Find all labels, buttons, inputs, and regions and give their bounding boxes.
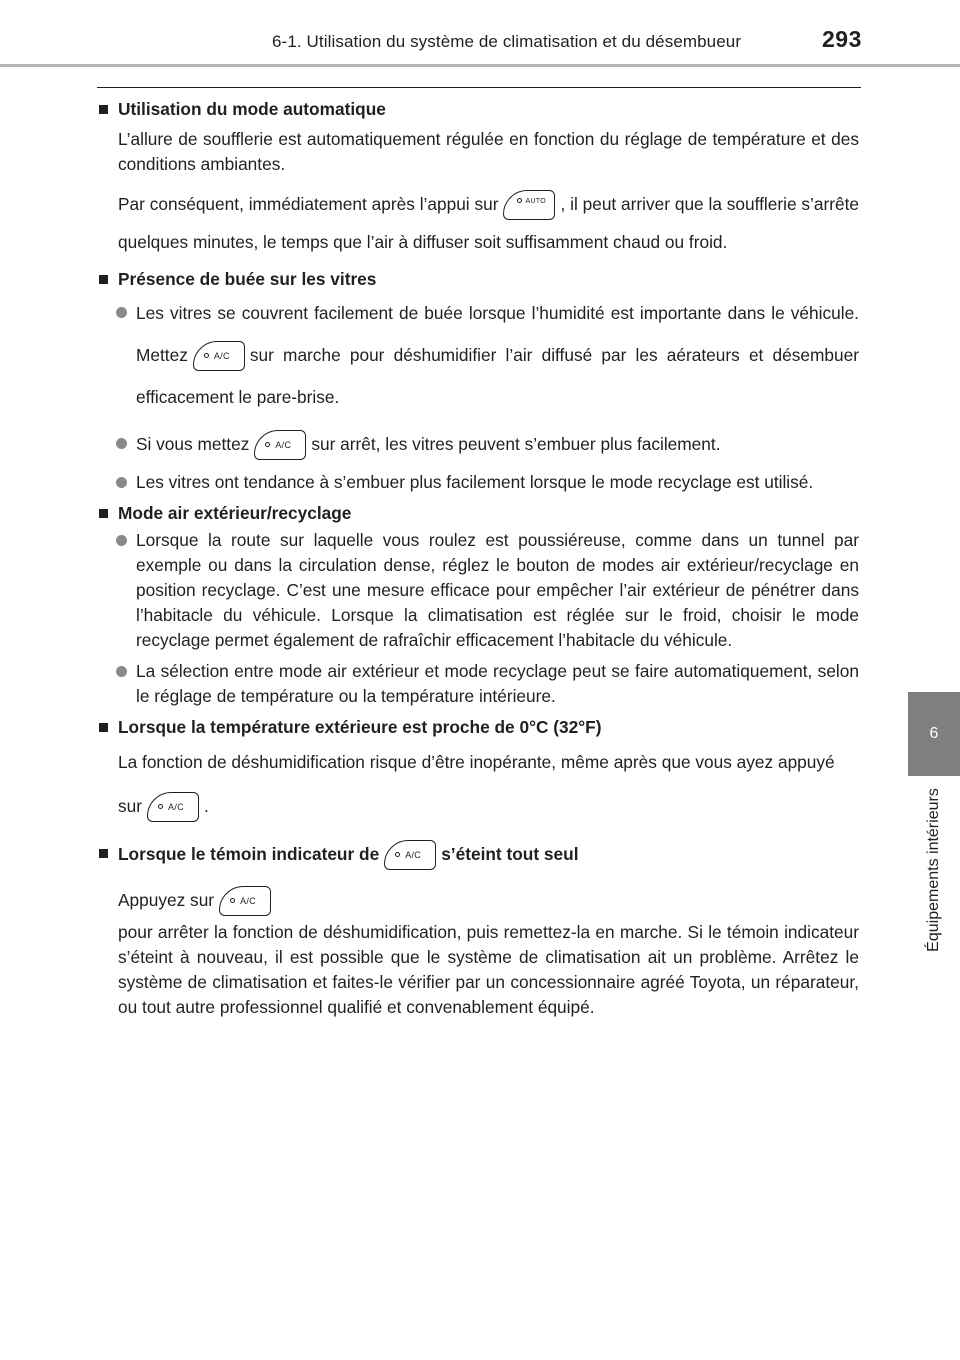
square-bullet-icon <box>99 723 108 732</box>
heading-auto-mode: Utilisation du mode automatique <box>97 97 859 122</box>
square-bullet-icon <box>99 105 108 114</box>
bullet-air-dusty-road: Lorsque la route sur laquelle vous roule… <box>97 528 859 653</box>
square-bullet-icon <box>99 509 108 518</box>
ac-button-icon: A/C <box>147 792 200 823</box>
ac-button-icon: A/C <box>192 341 245 372</box>
ac-button-icon: A/C <box>219 886 272 917</box>
auto-button-icon: AUTO <box>503 190 556 221</box>
heading-air-mode: Mode air extérieur/recyclage <box>97 501 859 526</box>
square-bullet-icon <box>99 849 108 858</box>
paragraph-auto-button: Par conséquent, immédiatement après l’ap… <box>97 185 859 261</box>
content-rule <box>97 87 861 88</box>
round-bullet-icon <box>116 477 127 488</box>
heading-fog: Présence de buée sur les vitres <box>97 267 859 292</box>
paragraph-auto-regulation: L’allure de soufflerie est automatiqueme… <box>118 129 859 174</box>
ac-button-icon: A/C <box>254 430 307 461</box>
section-title: 6-1. Utilisation du système de climatisa… <box>272 32 742 51</box>
chapter-number: 6 <box>929 725 939 742</box>
round-bullet-icon <box>116 535 127 546</box>
chapter-tab[interactable]: 6 <box>908 692 960 776</box>
page-number: 293 <box>822 26 862 52</box>
paragraph-cold-dehumidify: La fonction de déshumidification risque … <box>97 740 859 828</box>
header-rule <box>0 64 960 67</box>
main-content: Utilisation du mode automatique L’allure… <box>97 97 859 1020</box>
ac-button-icon: A/C <box>384 840 437 871</box>
bullet-fog-recycle: Les vitres ont tendance à s’embuer plus … <box>97 470 859 495</box>
round-bullet-icon <box>116 438 127 449</box>
chapter-title: Équipements intérieurs <box>925 788 942 952</box>
square-bullet-icon <box>99 275 108 284</box>
bullet-fog-humidity: Les vitres se couvrent facilement de bué… <box>97 292 859 418</box>
round-bullet-icon <box>116 307 127 318</box>
round-bullet-icon <box>116 666 127 677</box>
heading-cold-temperature: Lorsque la température extérieure est pr… <box>97 715 859 740</box>
bullet-air-automatic: La sélection entre mode air extérieur et… <box>97 659 859 709</box>
